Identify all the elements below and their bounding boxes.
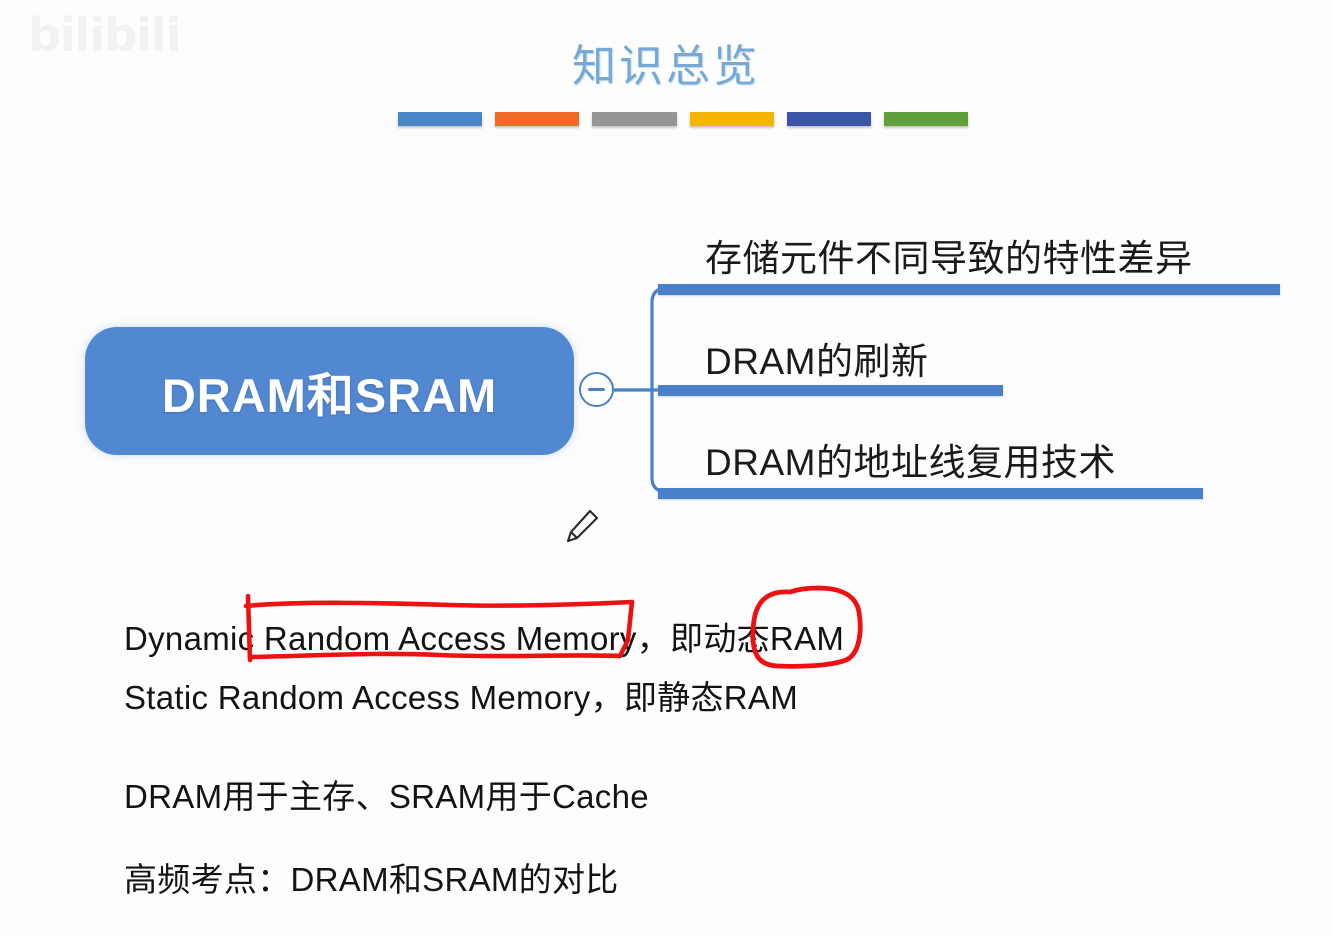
pencil-icon — [566, 509, 599, 543]
text-line-exam: 高频考点：DRAM和SRAM的对比 — [124, 861, 619, 898]
mindmap: DRAM和SRAM 存储元件不同导致的特性差异 DRAM的刷新 DRAM的地址线… — [85, 238, 1280, 543]
mindmap-branch-label-1[interactable]: 存储元件不同导致的特性差异 — [705, 238, 1193, 279]
mindmap-branch-underline-3 — [658, 488, 1203, 499]
mindmap-branch-label-2[interactable]: DRAM的刷新 — [705, 341, 929, 382]
mindmap-root-label: DRAM和SRAM — [161, 368, 498, 422]
bilibili-watermark: bilibili — [28, 8, 181, 62]
bar-gray — [592, 112, 677, 126]
bar-orange — [495, 112, 580, 126]
mindmap-branch-underline-2 — [658, 385, 1003, 396]
page-title: 知识总览 — [572, 41, 760, 92]
bar-yellow — [689, 112, 774, 126]
bar-blue — [398, 112, 483, 126]
bar-green — [883, 112, 969, 126]
mindmap-branch-label-3[interactable]: DRAM的地址线复用技术 — [705, 442, 1116, 483]
mindmap-branch-underline-1 — [658, 284, 1280, 295]
color-bar-strip — [398, 112, 969, 126]
text-line-usage: DRAM用于主存、SRAM用于Cache — [124, 778, 649, 815]
text-line-static: Static Random Access Memory，即静态RAM — [124, 679, 799, 716]
minus-icon — [588, 388, 605, 391]
bar-dark-blue — [786, 112, 871, 126]
mindmap-root-node[interactable]: DRAM和SRAM — [85, 327, 574, 455]
mindmap-collapse-toggle[interactable] — [579, 372, 614, 407]
text-line-dynamic: Dynamic Random Access Memory，即动态RAM — [124, 620, 845, 657]
